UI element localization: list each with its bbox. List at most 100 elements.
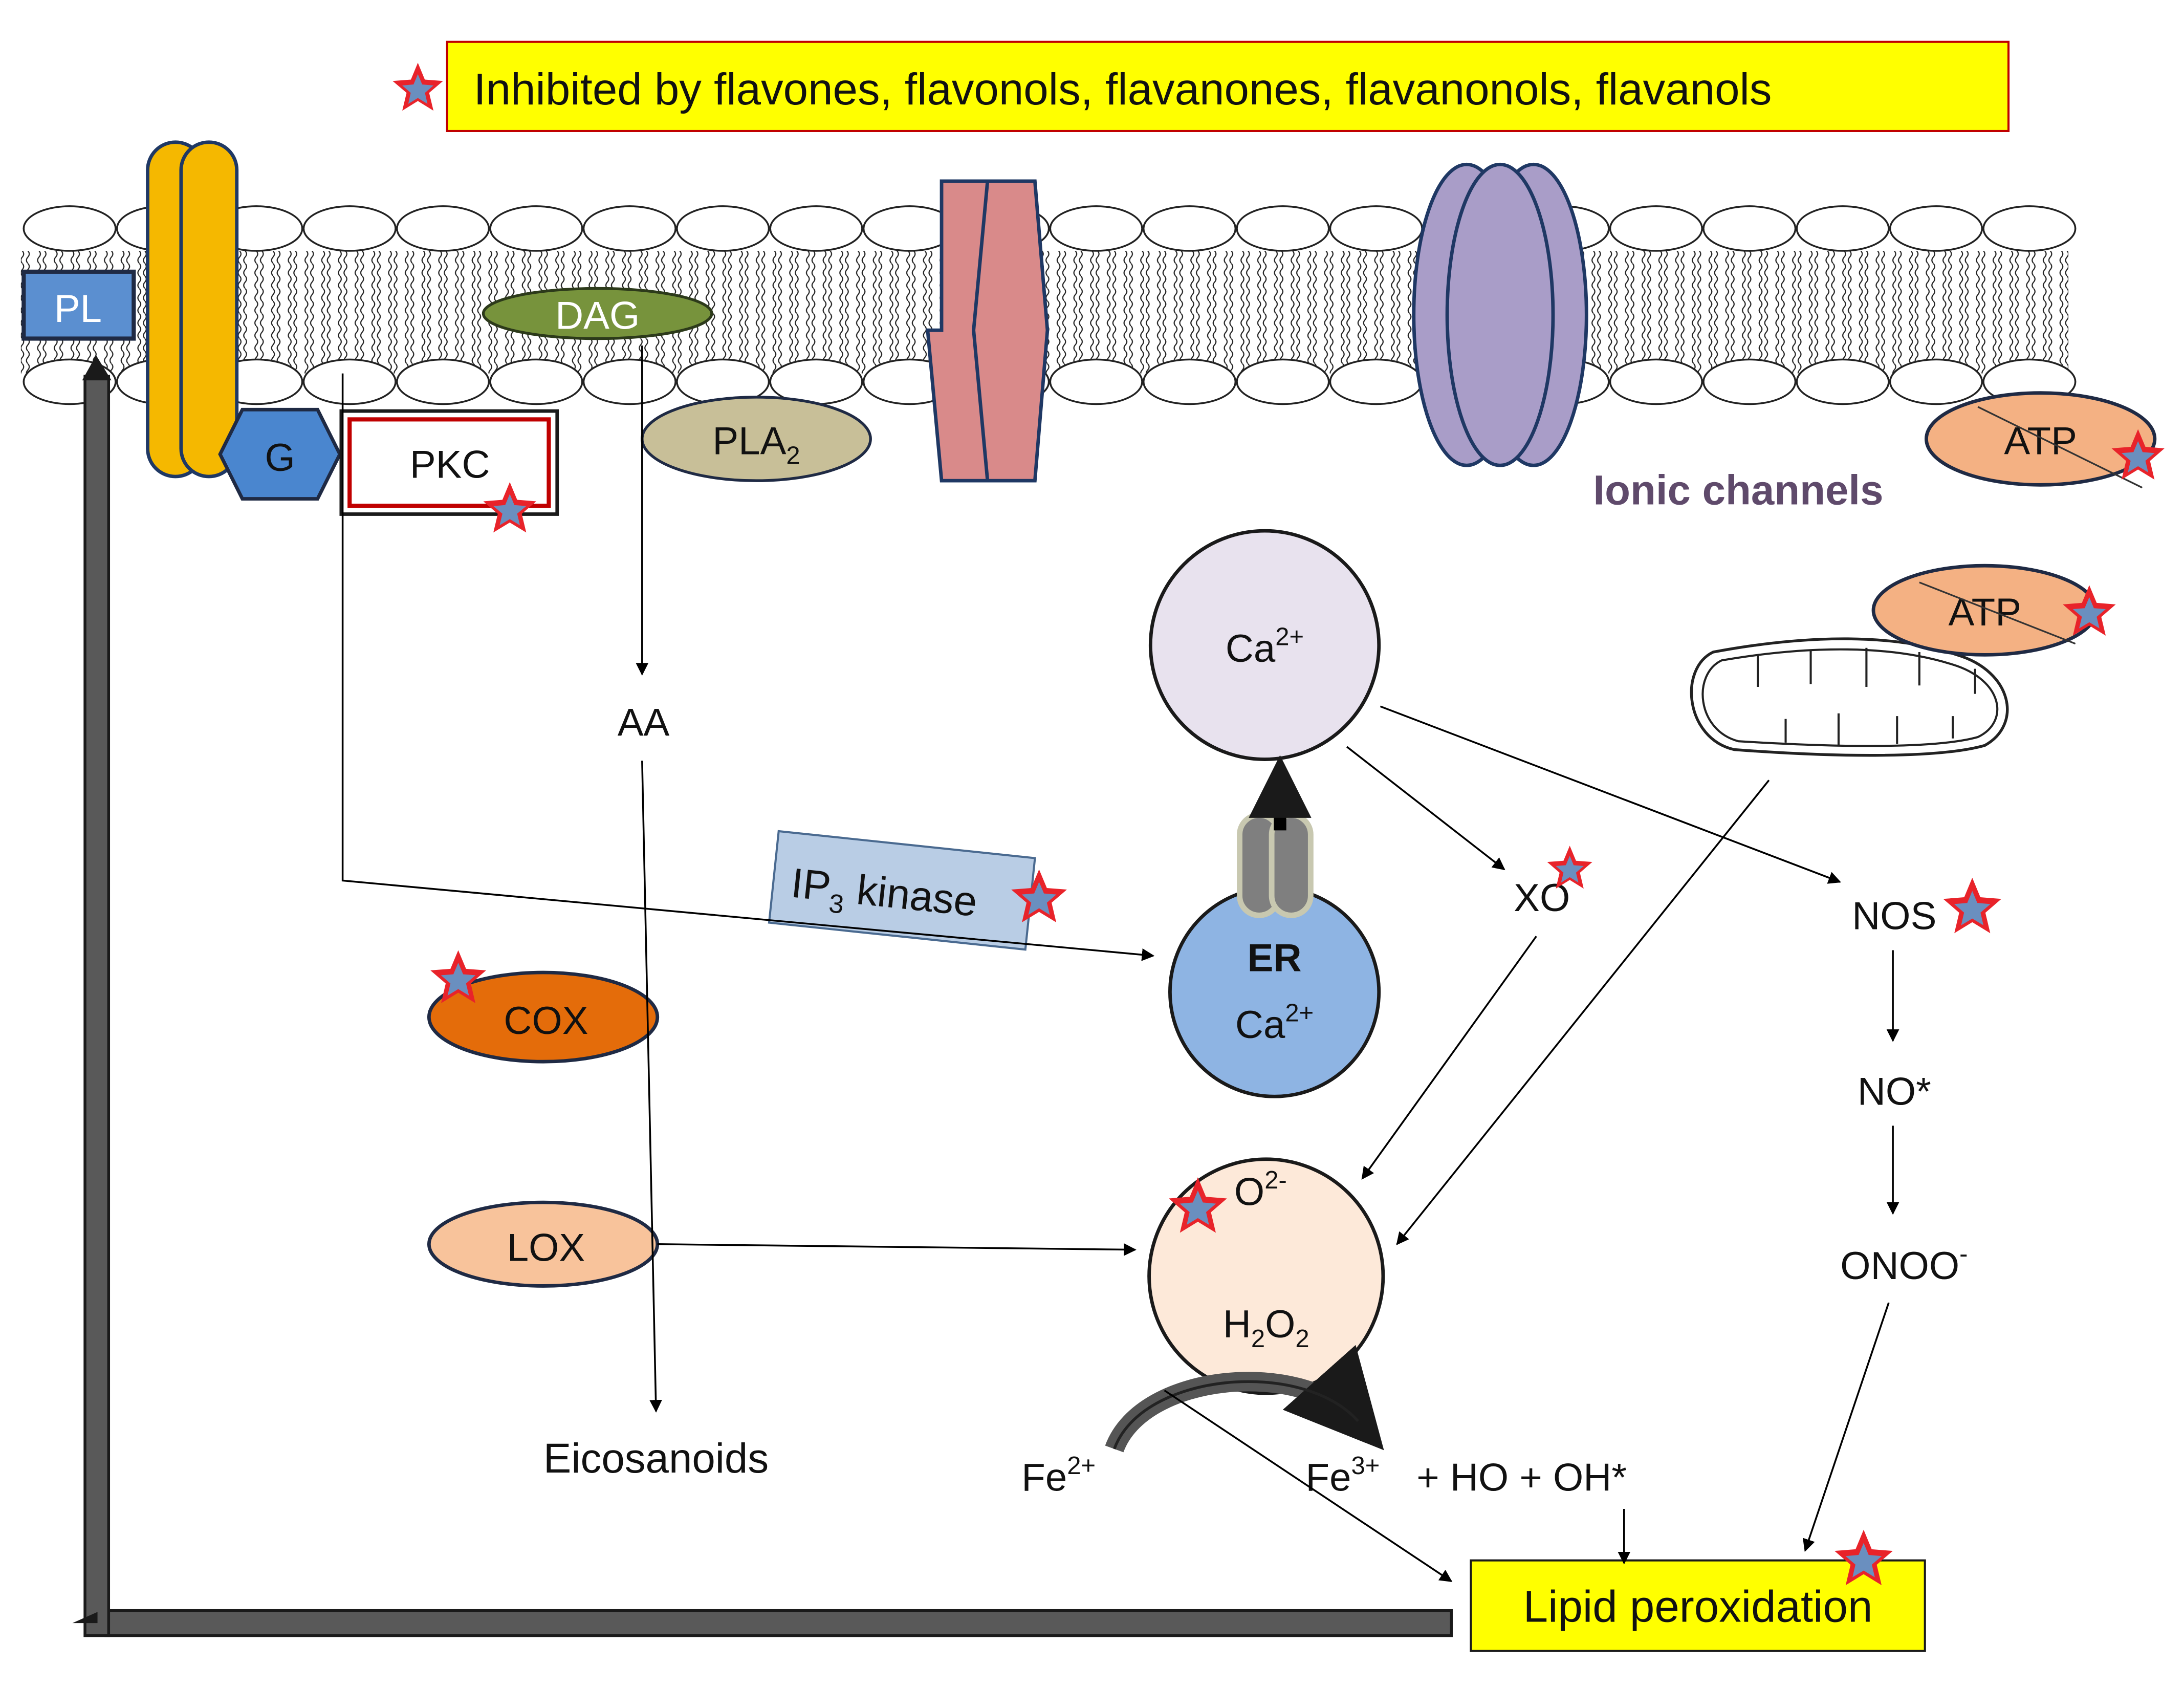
lipid-head-top [1142,205,1237,252]
lipid-head-top [1329,205,1423,252]
o2-main: O [1234,1171,1264,1214]
lipid-head-top [582,205,676,252]
feedback-arrow [72,355,1453,1637]
star-inner [2122,441,2155,472]
o2-sup: 2- [1264,1166,1287,1194]
ip3-kinase: IP3 kinase [768,830,1036,951]
star-inner [1021,882,1057,915]
lipid-head-top [1609,205,1703,252]
onoo-main: ONOO [1840,1244,1959,1288]
lipid-head-top [769,205,863,252]
fe3-sup: 3+ [1351,1452,1380,1480]
star-inner [1556,856,1584,883]
er-label: ER [1248,936,1302,980]
mito-atp-star-icon [2063,585,2116,636]
ros-circle: O2- H2O2 [1147,1157,1385,1395]
er-ca-label: Ca2+ [1235,999,1314,1047]
lipid-head-top [302,205,397,252]
legend: Inhibited by flavones, flavonols, flavan… [392,40,2010,132]
lipid-peroxidation-star-icon [1834,1529,1893,1586]
nos-label: NOS [1852,895,1936,938]
lipid-head-top [1796,205,1890,252]
star-inner [493,494,527,526]
cox-label: COX [504,999,588,1043]
lipid-head-top [1889,205,1983,252]
pla2-label: PLA2 [712,419,800,469]
fenton-products: + HO + OH* [1416,1456,1627,1500]
lipid-head-bottom [1236,358,1330,405]
mito-atp-strike [1919,581,2076,645]
onoo-label: ONOO- [1840,1240,1968,1288]
fe2-main: Fe [1021,1456,1067,1500]
er-ca-ion: Ca [1235,1003,1285,1047]
endoplasmic-reticulum: ER Ca2+ [1168,755,1381,1098]
lipid-head-bottom [396,358,490,405]
star-inner [1845,1543,1882,1577]
pkc-label: PKC [410,443,490,487]
ip3-pre: IP [789,860,833,911]
calcium-store-ion: Ca [1226,627,1276,671]
ionic-channel [1412,162,1588,467]
pkc: PKC [339,409,559,533]
eicosanoids-label: Eicosanoids [543,1435,769,1482]
lipid-head-bottom [1796,358,1890,405]
lipid-head-bottom [582,358,676,405]
h2o2-s2: 2 [1295,1325,1309,1353]
lipid-heads-top [23,205,2077,252]
fe2-label: Fe2+ [1021,1452,1096,1500]
arrow-ros-lipid [1164,1390,1453,1582]
lipid-head-top [676,205,770,252]
o2-star-icon [1168,1177,1227,1233]
arrow-onoo-lipid [1803,1302,1890,1552]
lipid-head-top [1982,205,2077,252]
pink-channel [926,179,1050,483]
fe3-main: Fe [1306,1456,1351,1500]
star-inner [441,962,476,996]
cox-star-icon [430,950,486,1003]
calcium-store-label: Ca2+ [1226,623,1304,671]
fe3-label: Fe3+ [1306,1452,1380,1500]
dag: DAG [482,287,713,340]
aa-label: AA [618,701,670,744]
o2-label: O2- [1234,1166,1287,1214]
dag-label: DAG [555,294,640,337]
ip3-sub: 3 [827,888,845,919]
lipid-head-bottom [1142,358,1237,405]
lox-label: LOX [507,1226,585,1269]
ip3-kinase-star-icon [1011,869,1067,923]
pl-label: PL [54,287,102,331]
g-label: G [265,436,295,480]
membrane-receptor [146,140,239,479]
lipid-head-bottom [1889,358,1983,405]
calcium-store-charge: 2+ [1275,623,1304,651]
mitochondrion-cristae [1757,647,1976,746]
phospholipid-box: PL [21,269,136,341]
fenton-curved-arrow-edge [1112,1380,1359,1450]
arrow-ca-nos [1380,705,1841,884]
pla2-sub: 2 [786,442,800,469]
feedback-arrowhead-left-icon [72,1612,98,1624]
lipid-head-top [1702,205,1797,252]
calcium-store: Ca2+ [1148,529,1381,761]
legend-star-icon [392,62,443,111]
lipid-head-top [23,205,117,252]
star-inner [2072,597,2106,629]
lipid-head-bottom [1049,358,1143,405]
pathway-arrows [341,345,1899,1582]
arrow-mito-ros [1396,780,1770,1245]
lipid-head-bottom [302,358,397,405]
h2o2-s1: 2 [1251,1325,1265,1353]
mitochondrion: ATP [1690,564,2116,757]
pla2: PLA2 [641,396,872,482]
arrow-ca-xo [1346,746,1505,871]
membrane-atp-strike [1977,406,2143,489]
membrane-atp-star-icon [2111,429,2165,480]
lipid-head-top [396,205,490,252]
pkc-star-icon [483,482,536,533]
mitochondrion-outer [1690,637,2009,757]
er-ca-charge: 2+ [1285,999,1314,1027]
lipid-peroxidation-label: Lipid peroxidation [1523,1582,1873,1631]
membrane-atp: ATP [1925,391,2165,489]
